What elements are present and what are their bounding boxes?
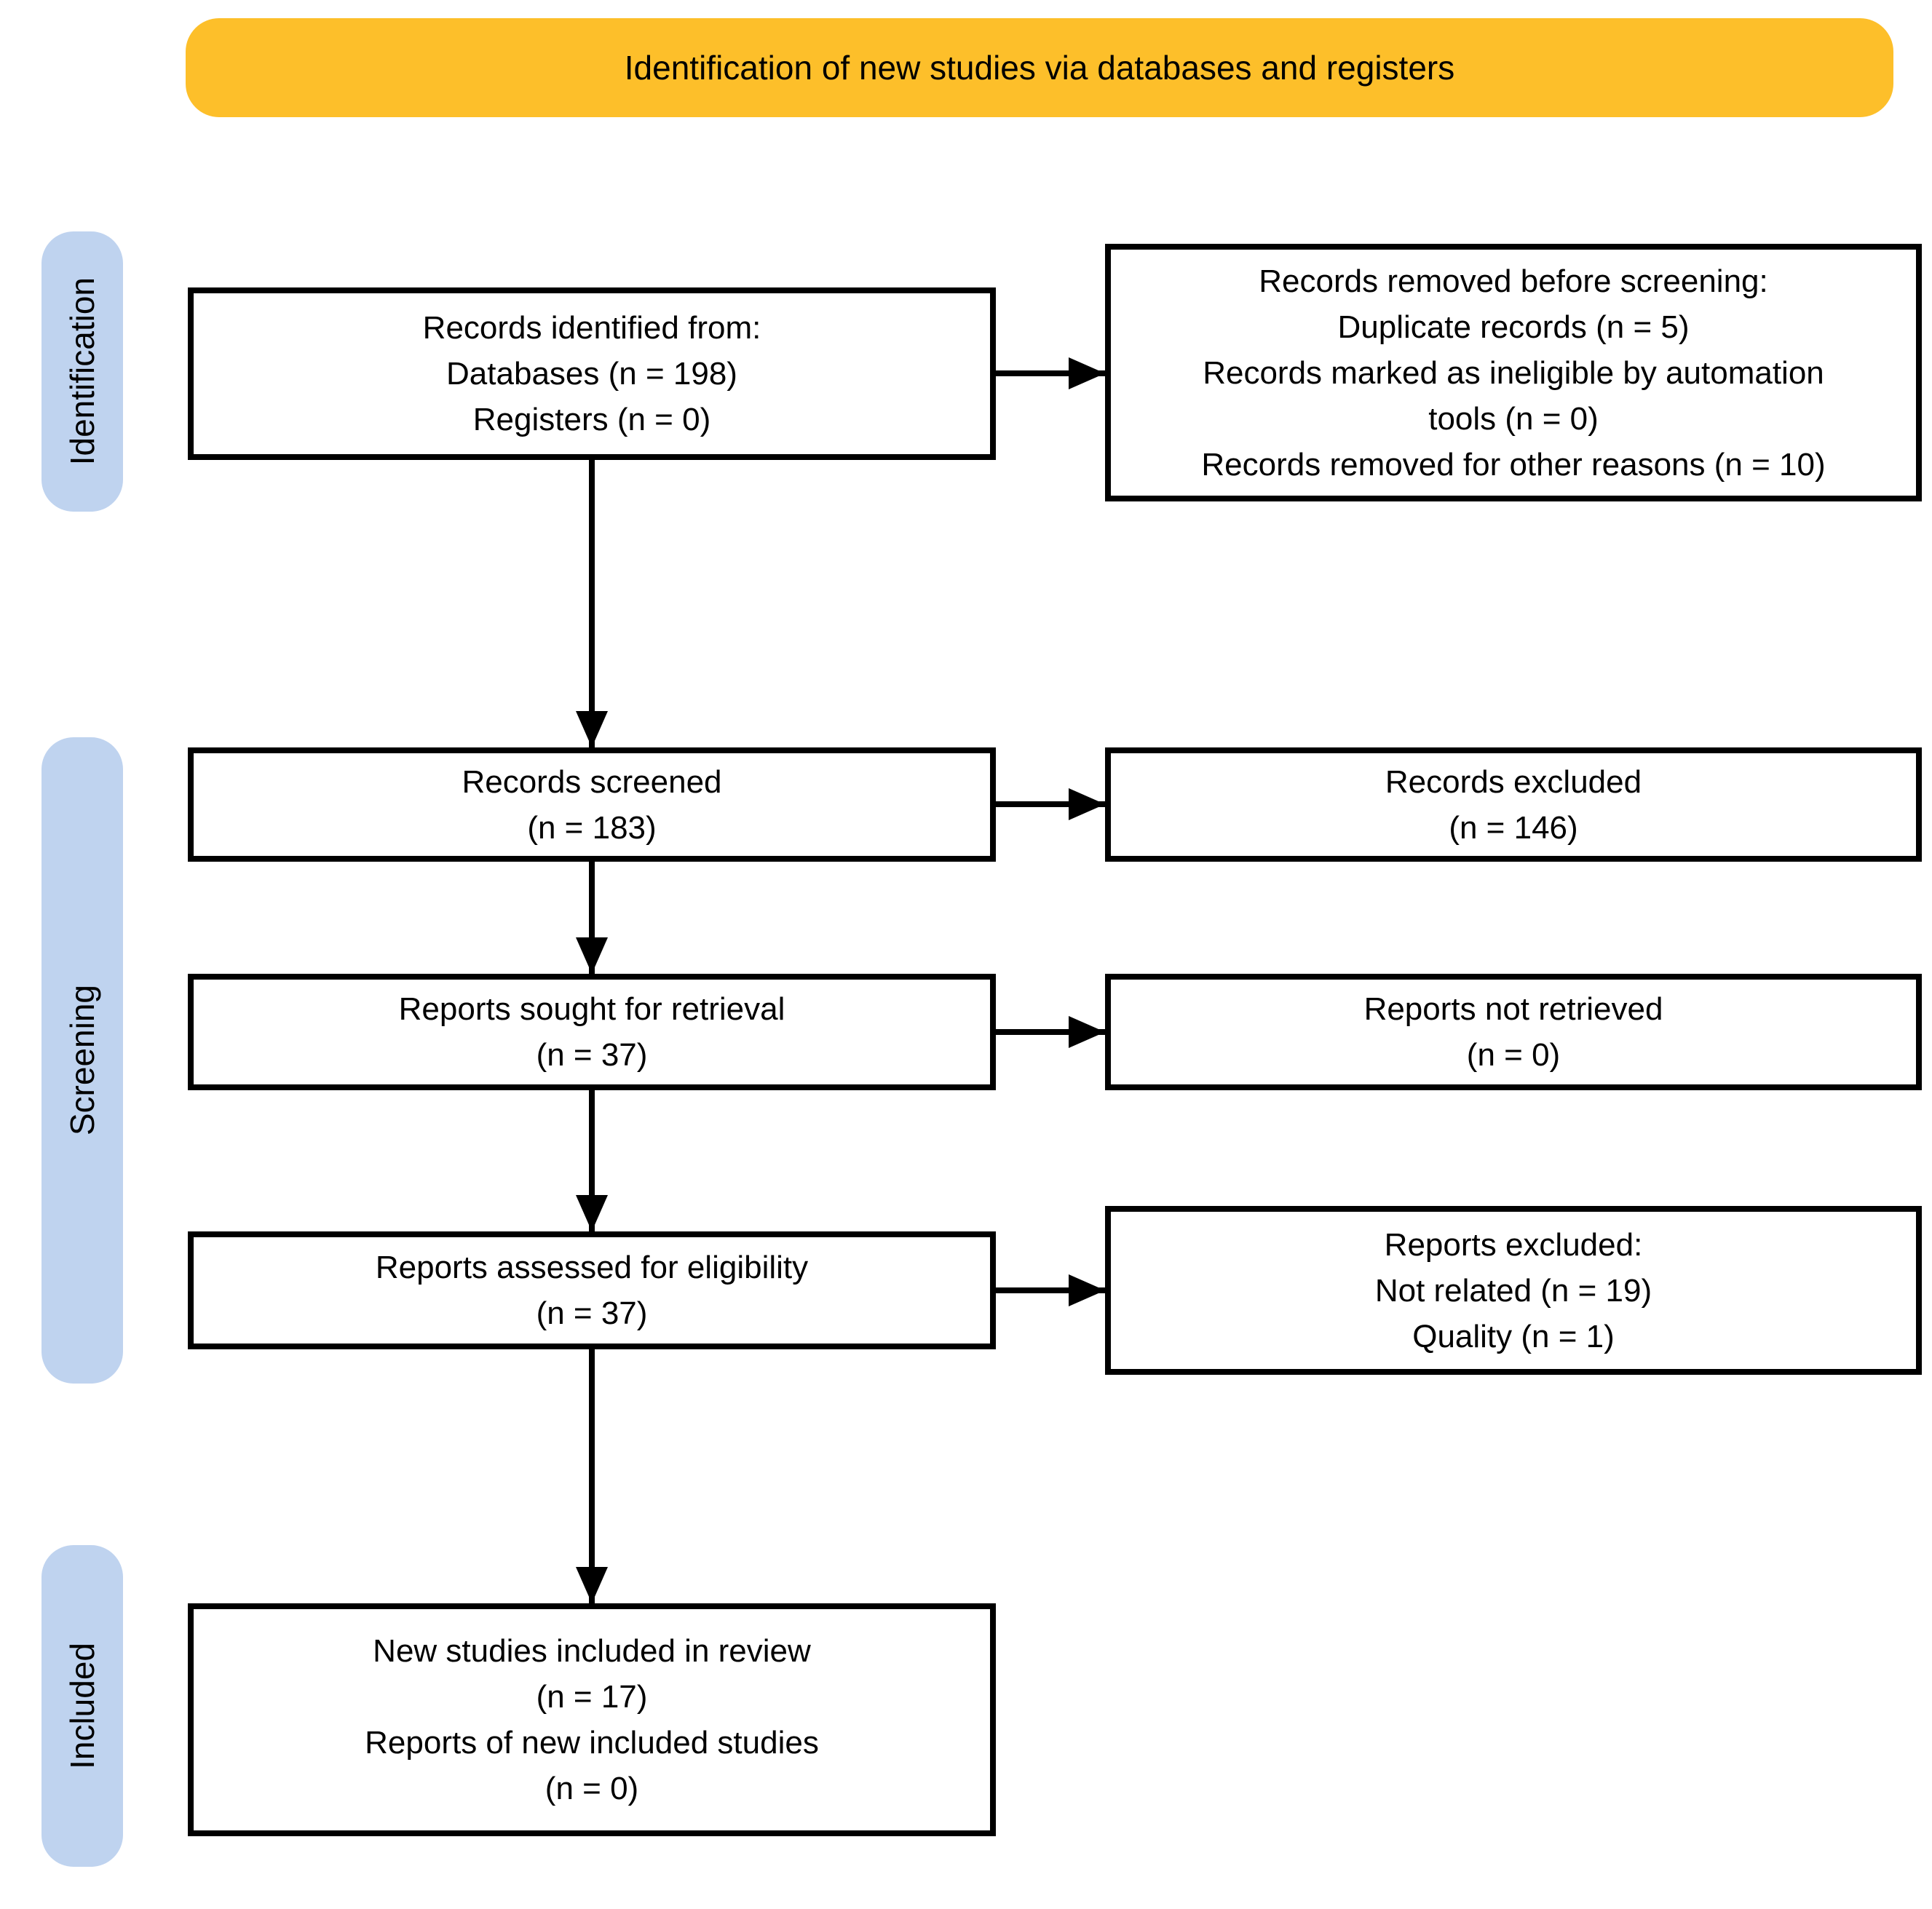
- arrowhead-right-icon: [1069, 1274, 1105, 1306]
- stage-label-text: Included: [63, 1643, 101, 1769]
- arrow-line: [996, 1287, 1105, 1293]
- box-records-identified: Records identified from: Databases (n = …: [188, 287, 996, 460]
- box-reports-assessed: Reports assessed for eligibility (n = 37…: [188, 1231, 996, 1349]
- banner: Identification of new studies via databa…: [186, 18, 1893, 117]
- box-line: Reports not retrieved: [1363, 991, 1663, 1027]
- box-line: (n = 183): [527, 809, 657, 846]
- arrowhead-right-icon: [1069, 1016, 1105, 1048]
- arrow-line: [996, 370, 1105, 376]
- box-line: (n = 37): [536, 1295, 648, 1331]
- stage-label-text: Identification: [63, 277, 101, 466]
- box-records-removed: Records removed before screening: Duplic…: [1105, 244, 1922, 501]
- box-line: Reports excluded:: [1384, 1226, 1643, 1263]
- box-line: Registers (n = 0): [472, 402, 711, 437]
- box-line: tools (n = 0): [1428, 400, 1599, 437]
- box-line: (n = 0): [1466, 1037, 1561, 1073]
- box-records-excluded: Records excluded (n = 146): [1105, 747, 1922, 862]
- box-line: (n = 0): [545, 1771, 639, 1806]
- box-reports-excluded: Reports excluded: Not related (n = 19) Q…: [1105, 1206, 1922, 1375]
- arrow-line: [589, 460, 595, 747]
- stage-label-identification: Identification: [41, 231, 123, 512]
- box-line: (n = 146): [1449, 809, 1578, 846]
- arrow-line: [996, 1029, 1105, 1035]
- box-line: Not related (n = 19): [1374, 1272, 1652, 1309]
- box-line: Databases (n = 198): [446, 356, 737, 392]
- box-line: Records removed for other reasons (n = 1…: [1201, 446, 1826, 483]
- arrowhead-right-icon: [1069, 357, 1105, 389]
- box-line: Records identified from:: [422, 310, 761, 346]
- arrow-line: [589, 1090, 595, 1231]
- box-reports-sought: Reports sought for retrieval (n = 37): [188, 974, 996, 1090]
- box-line: Records screened: [462, 763, 722, 800]
- arrowhead-down-icon: [576, 1567, 608, 1603]
- arrowhead-down-icon: [576, 1195, 608, 1231]
- box-new-studies-included: New studies included in review (n = 17) …: [188, 1603, 996, 1836]
- arrow-line: [589, 1349, 595, 1603]
- banner-title: Identification of new studies via databa…: [624, 49, 1455, 87]
- stage-label-included: Included: [41, 1545, 123, 1867]
- arrowhead-down-icon: [576, 711, 608, 747]
- box-line: Duplicate records (n = 5): [1337, 309, 1690, 345]
- box-line: Reports of new included studies: [365, 1725, 819, 1761]
- box-line: Reports sought for retrieval: [398, 991, 785, 1027]
- box-line: (n = 17): [536, 1679, 648, 1715]
- box-line: Reports assessed for eligibility: [375, 1250, 809, 1285]
- arrow-line: [996, 801, 1105, 807]
- stage-label-text: Screening: [63, 985, 101, 1136]
- box-reports-not-retrieved: Reports not retrieved (n = 0): [1105, 974, 1922, 1090]
- box-line: Quality (n = 1): [1412, 1318, 1615, 1354]
- box-line: (n = 37): [536, 1037, 648, 1073]
- box-line: Records excluded: [1385, 763, 1642, 800]
- arrow-line: [589, 862, 595, 974]
- arrowhead-down-icon: [576, 937, 608, 974]
- box-line: New studies included in review: [373, 1633, 811, 1669]
- box-line: Records marked as ineligible by automati…: [1203, 354, 1824, 391]
- arrowhead-right-icon: [1069, 788, 1105, 820]
- stage-label-screening: Screening: [41, 737, 123, 1384]
- box-records-screened: Records screened (n = 183): [188, 747, 996, 862]
- box-line: Records removed before screening:: [1259, 263, 1768, 299]
